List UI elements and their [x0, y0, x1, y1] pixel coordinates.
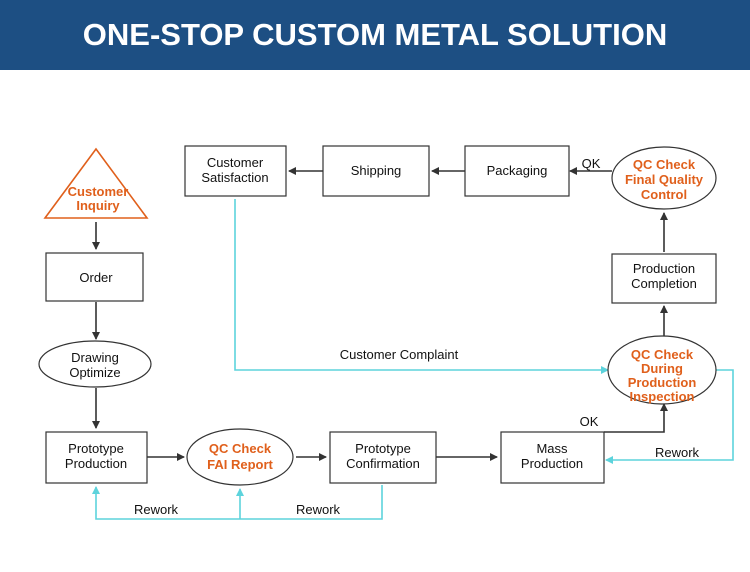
node-qc-during-production: QC Check During Production Inspection	[607, 335, 717, 405]
node-prototype-confirmation: Prototype Confirmation	[329, 431, 437, 484]
prototype-confirmation-line-2: Confirmation	[346, 456, 420, 471]
customer-satisfaction-line-2: Satisfaction	[201, 170, 268, 185]
drawing-optimize-line-1: Drawing	[71, 350, 119, 365]
label-customer-complaint: Customer Complaint	[340, 347, 459, 362]
qc-final-line-2: Final Quality	[625, 172, 704, 187]
qc-fai-line-2: FAI Report	[207, 457, 273, 472]
rework-during-line	[605, 369, 734, 464]
mass-production-line-1: Mass	[536, 441, 568, 456]
packaging-label: Packaging	[487, 163, 548, 178]
label-rework-left: Rework	[134, 502, 179, 517]
node-order: Order	[45, 252, 144, 302]
qc-during-line-4: Inspection	[629, 389, 694, 404]
qc-during-line-2: During	[641, 361, 683, 376]
arrow-mass-to-qc-during	[604, 403, 668, 433]
drawing-optimize-line-2: Optimize	[69, 365, 120, 380]
node-mass-production: Mass Production	[500, 431, 605, 484]
customer-inquiry-line-2: Inquiry	[76, 198, 120, 213]
customer-satisfaction-line-1: Customer	[207, 155, 264, 170]
header-banner: ONE-STOP CUSTOM METAL SOLUTION	[0, 0, 750, 70]
node-qc-final-quality: QC Check Final Quality Control	[611, 146, 717, 210]
qc-during-line-3: Production	[628, 375, 697, 390]
prototype-production-line-1: Prototype	[68, 441, 124, 456]
label-ok: OK	[580, 414, 599, 429]
shipping-label: Shipping	[351, 163, 402, 178]
order-label: Order	[79, 270, 113, 285]
node-customer-satisfaction: Customer Satisfaction	[184, 145, 287, 197]
production-completion-line-1: Production	[633, 261, 695, 276]
rework-prototype-line	[92, 485, 383, 520]
production-completion-line-2: Completion	[631, 276, 697, 291]
page-title: ONE-STOP CUSTOM METAL SOLUTION	[82, 17, 668, 52]
qc-during-line-1: QC Check	[631, 347, 694, 362]
node-packaging: Packaging	[464, 145, 570, 197]
label-rework-mid: Rework	[296, 502, 341, 517]
label-rework-right: Rework	[655, 445, 700, 460]
node-qc-fai-report: QC Check FAI Report	[186, 428, 294, 486]
node-shipping: Shipping	[322, 145, 430, 197]
qc-final-line-3: Control	[641, 187, 687, 202]
customer-complaint-line	[234, 199, 609, 374]
prototype-confirmation-line-1: Prototype	[355, 441, 411, 456]
qc-fai-line-1: QC Check	[209, 441, 272, 456]
label-qk: QK	[582, 156, 601, 171]
node-prototype-production: Prototype Production	[45, 431, 148, 484]
prototype-production-line-2: Production	[65, 456, 127, 471]
node-production-completion: Production Completion	[611, 253, 717, 304]
mass-production-line-2: Production	[521, 456, 583, 471]
qc-final-line-1: QC Check	[633, 157, 696, 172]
customer-inquiry-line-1: Customer	[68, 184, 129, 199]
feedback-lines	[92, 199, 734, 520]
node-drawing-optimize: Drawing Optimize	[38, 340, 152, 388]
flow-arrows	[92, 167, 668, 461]
node-customer-inquiry: Customer Inquiry	[43, 147, 149, 219]
